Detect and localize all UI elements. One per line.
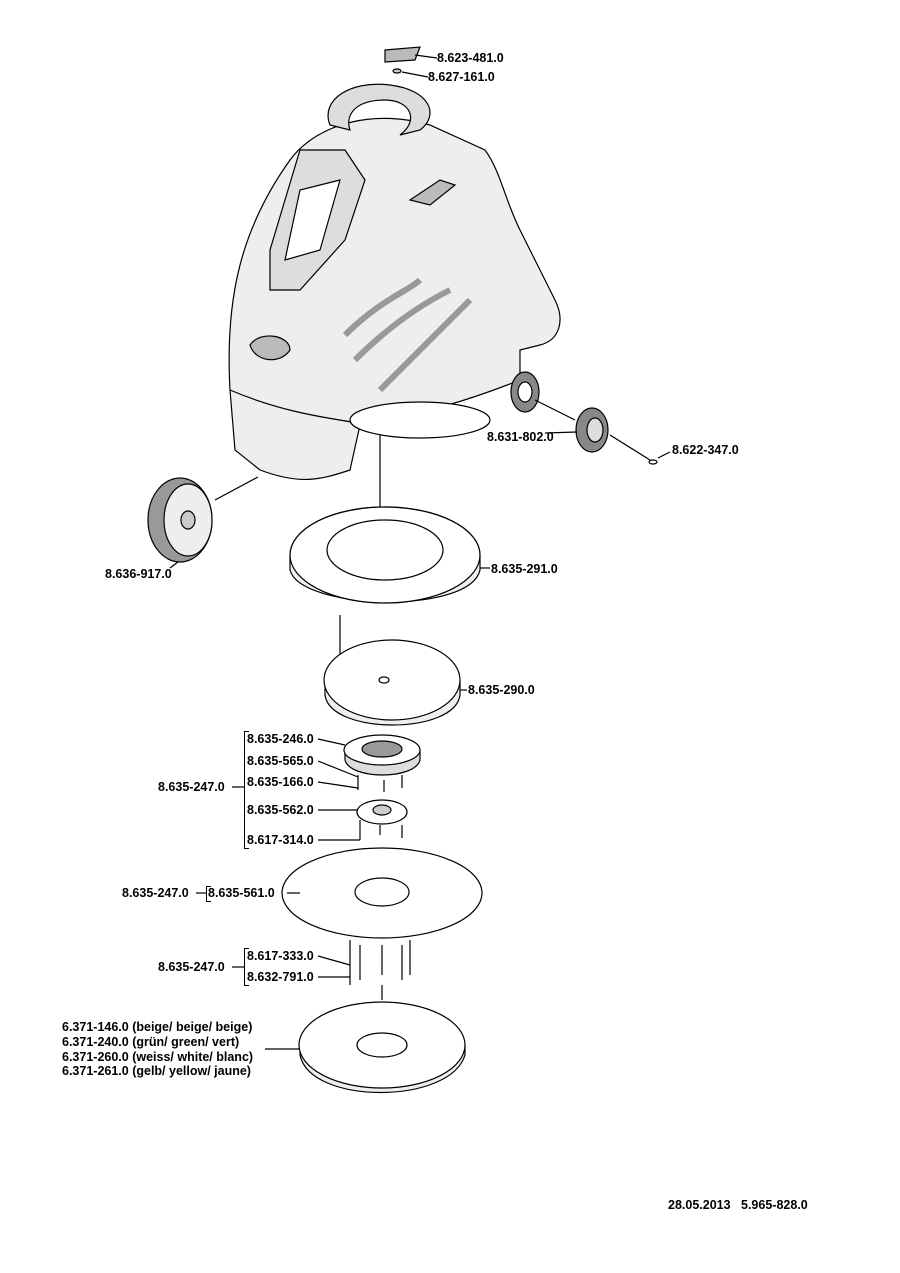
- part-label: 8.635-246.0: [247, 732, 314, 746]
- part-label-brush-plate: 8.635-290.0: [468, 683, 535, 697]
- part-label-pad-holder: 8.635-561.0: [208, 886, 275, 900]
- group-label-fasteners: 8.635-247.0: [158, 960, 225, 974]
- group-label-drive-assembly: 8.635-247.0: [158, 780, 225, 794]
- part-label-front-wheel: 8.636-917.0: [105, 567, 172, 581]
- part-label-cover-cap: 8.623-481.0: [437, 51, 504, 65]
- part-label-cap-insert: 8.627-161.0: [428, 70, 495, 84]
- pad-holder: [281, 847, 483, 1000]
- part-label-wheel-clip: 8.622-347.0: [672, 443, 739, 457]
- part-label: 8.617-314.0: [247, 833, 314, 847]
- part-label-brush-housing: 8.635-291.0: [491, 562, 558, 576]
- footer-date: 28.05.2013: [668, 1198, 731, 1212]
- part-label-rear-wheel: 8.631-802.0: [487, 430, 554, 444]
- part-label: 8.635-562.0: [247, 803, 314, 817]
- pad-label: 6.371-260.0 (weiss/ white/ blanc): [62, 1050, 254, 1064]
- pad-label: 6.371-146.0 (beige/ beige/ beige): [62, 1020, 253, 1034]
- bracket-fasteners: [244, 948, 249, 986]
- rear-wheels: [510, 371, 671, 465]
- front-wheel: [147, 476, 259, 569]
- brush-housing: [289, 435, 490, 604]
- part-label: 8.617-333.0: [247, 949, 314, 963]
- floor-pad: [265, 1001, 466, 1094]
- footer-doc-number: 5.965-828.0: [741, 1198, 808, 1212]
- part-label: 8.635-166.0: [247, 775, 314, 789]
- pad-label: 6.371-261.0 (gelb/ yellow/ jaune): [62, 1064, 251, 1078]
- part-label: 8.632-791.0: [247, 970, 314, 984]
- bracket-pad-holder: [206, 886, 211, 902]
- bracket-drive-assembly: [244, 731, 249, 849]
- pad-label: 6.371-240.0 (grün/ green/ vert): [62, 1035, 240, 1049]
- part-label: 8.635-565.0: [247, 754, 314, 768]
- group-label-pad-holder: 8.635-247.0: [122, 886, 189, 900]
- machine-body: [228, 46, 561, 480]
- drive-assembly: [317, 734, 421, 841]
- brush-plate: [323, 615, 467, 726]
